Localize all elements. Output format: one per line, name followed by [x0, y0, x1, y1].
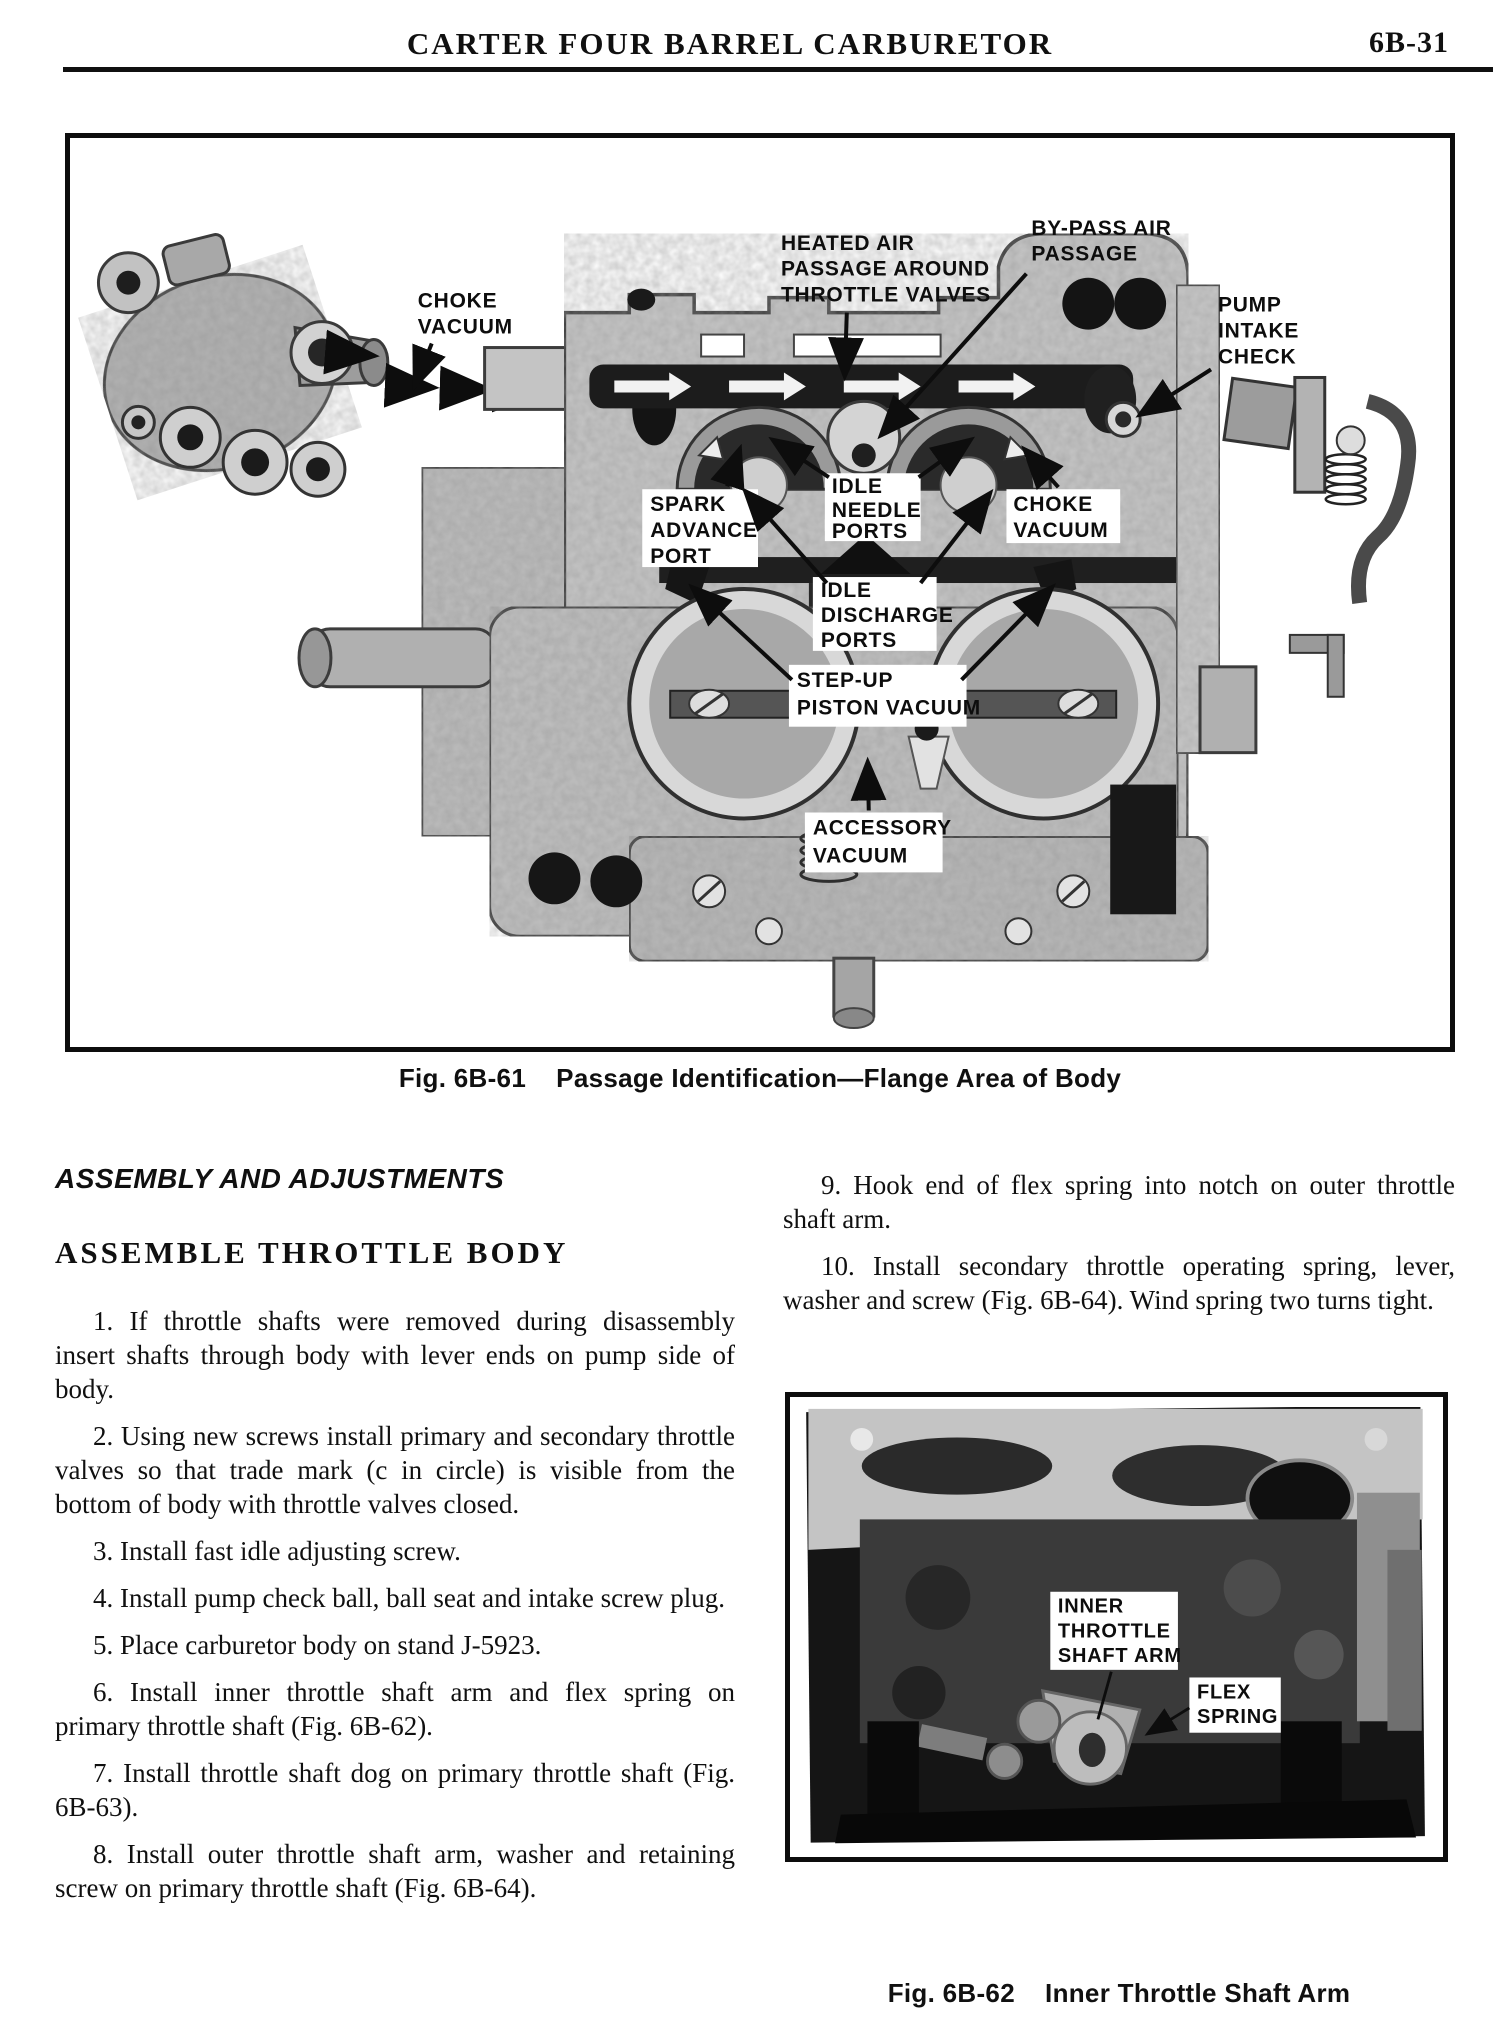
idle-discharge-ports-mark — [820, 534, 911, 575]
step-paragraph: 9. Hook end of flex spring into notch on… — [783, 1170, 1455, 1234]
page-title: CARTER FOUR BARREL CARBURETOR — [406, 26, 1054, 61]
assemble-throttle-body-heading: ASSEMBLE THROTTLE BODY — [55, 1235, 569, 1270]
label-idle-discharge-ports: IDLE DISCHARGE PORTS — [741, 487, 994, 652]
svg-text:FLEX: FLEX — [1197, 1681, 1251, 1703]
label-choke-vacuum-left: CHOKE VACUUM — [412, 290, 513, 391]
svg-text:CHOKE: CHOKE — [418, 290, 498, 313]
step-paragraph: 4. Install pump check ball, ball seat an… — [93, 1583, 726, 1613]
svg-text:STEP-UP: STEP-UP — [797, 669, 893, 692]
label-heated-air-passage: HEATED AIR PASSAGE AROUND THROTTLE VALVE… — [781, 232, 991, 382]
svg-text:INNER: INNER — [1058, 1596, 1124, 1618]
figure-6b-62: INNER THROTTLE SHAFT ARM FLEX SPRING — [785, 1392, 1448, 1862]
label-bypass-air-passage: BY-PASS AIR PASSAGE — [877, 217, 1171, 440]
throttle-bores — [627, 587, 1161, 821]
svg-text:PORTS: PORTS — [832, 520, 908, 543]
label-inner-throttle-shaft-arm: INNER THROTTLE SHAFT ARM — [1050, 1591, 1182, 1720]
svg-text:ACCESSORY: ACCESSORY — [813, 816, 952, 839]
figure-6b-61-caption: Fig. 6B-61 Passage Identification—Flange… — [398, 1063, 1122, 1093]
pump-intake-check-mark — [1104, 400, 1142, 438]
step-paragraph: 6. Install inner throttle shaft arm and … — [55, 1677, 735, 1741]
svg-text:PORT: PORT — [650, 545, 711, 568]
svg-text:ADVANCE: ADVANCE — [650, 519, 758, 542]
label-accessory-vacuum: ACCESSORY VACUUM — [804, 756, 952, 873]
svg-text:DISCHARGE: DISCHARGE — [821, 604, 954, 627]
svg-text:CHECK: CHECK — [1218, 346, 1296, 369]
step-paragraph: 1. If throttle shafts were removed durin… — [55, 1306, 735, 1404]
air-flow-arrow-icons — [614, 372, 1036, 401]
pump-housing-illustration — [528, 784, 1210, 1030]
label-pump-intake-check: PUMP INTAKE CHECK — [1135, 294, 1299, 418]
svg-text:IDLE: IDLE — [821, 579, 872, 602]
svg-text:BY-PASS AIR: BY-PASS AIR — [1031, 217, 1171, 240]
header-rule — [63, 67, 1493, 72]
svg-text:SPARK: SPARK — [650, 493, 726, 516]
svg-text:PORTS: PORTS — [821, 629, 897, 652]
step-paragraph: 10. Install secondary throttle operating… — [783, 1251, 1455, 1315]
throttle-linkage-illustration — [1174, 283, 1417, 756]
svg-text:SHAFT ARM: SHAFT ARM — [1058, 1645, 1182, 1667]
dark-photo-illustration — [806, 1405, 1425, 1844]
label-step-up-piston-vacuum: STEP-UP PISTON VACUUM — [688, 583, 1056, 727]
svg-text:CHOKE: CHOKE — [1013, 493, 1093, 516]
label-flex-spring: FLEX SPRING — [1144, 1677, 1281, 1736]
step-paragraph: 7. Install throttle shaft dog on primary… — [55, 1758, 735, 1822]
svg-text:VACUUM: VACUUM — [418, 316, 513, 339]
label-spark-advance-port: SPARK ADVANCE PORT — [642, 443, 759, 568]
carburetor-flange-illustration: CHOKE VACUUM HEATED AIR PASSAGE AROUND T… — [96, 217, 1417, 1030]
svg-text:INTAKE: INTAKE — [1218, 320, 1299, 343]
svg-text:THROTTLE VALVES: THROTTLE VALVES — [781, 284, 991, 307]
figure-6b-62-caption: Fig. 6B-62 Inner Throttle Shaft Arm and … — [783, 1896, 1455, 2019]
svg-text:VACUUM: VACUUM — [1013, 519, 1108, 542]
svg-text:PASSAGE AROUND: PASSAGE AROUND — [781, 258, 990, 281]
svg-text:NEEDLE: NEEDLE — [832, 499, 922, 522]
step-paragraph: 2. Using new screws install primary and … — [55, 1421, 735, 1519]
svg-text:PISTON VACUUM: PISTON VACUUM — [797, 697, 981, 720]
svg-text:PASSAGE: PASSAGE — [1031, 243, 1137, 266]
inner-throttle-shaft-arm-photo: INNER THROTTLE SHAFT ARM FLEX SPRING — [806, 1405, 1425, 1844]
step-paragraph: 5. Place carburetor body on stand J-5923… — [93, 1630, 542, 1660]
step-paragraph: 8. Install outer throttle shaft arm, was… — [55, 1839, 735, 1903]
svg-text:THROTTLE: THROTTLE — [1058, 1620, 1171, 1642]
svg-text:IDLE: IDLE — [832, 475, 883, 498]
svg-text:SPRING: SPRING — [1197, 1706, 1278, 1728]
page-number: 6B-31 — [1369, 26, 1449, 59]
figure-6b-61: CHOKE VACUUM HEATED AIR PASSAGE AROUND T… — [65, 133, 1455, 1052]
figure-6b-62-caption-line1: Fig. 6B-62 Inner Throttle Shaft Arm — [887, 1978, 1351, 2008]
label-choke-vacuum-right: CHOKE VACUUM — [1006, 445, 1121, 544]
svg-text:HEATED AIR: HEATED AIR — [781, 232, 915, 255]
svg-text:PUMP: PUMP — [1218, 294, 1282, 317]
choke-housing-illustration — [96, 233, 390, 498]
svg-text:VACUUM: VACUUM — [813, 844, 908, 867]
left-column: ASSEMBLY AND ADJUSTMENTS ASSEMBLE THROTT… — [55, 1162, 735, 1918]
label-idle-needle-ports: IDLE NEEDLE PORTS — [768, 436, 976, 543]
step-paragraph: 3. Install fast idle adjusting screw. — [93, 1536, 461, 1566]
assembly-adjustments-heading: ASSEMBLY AND ADJUSTMENTS — [55, 1163, 505, 1194]
right-column: 9. Hook end of flex spring into notch on… — [783, 1168, 1455, 1330]
